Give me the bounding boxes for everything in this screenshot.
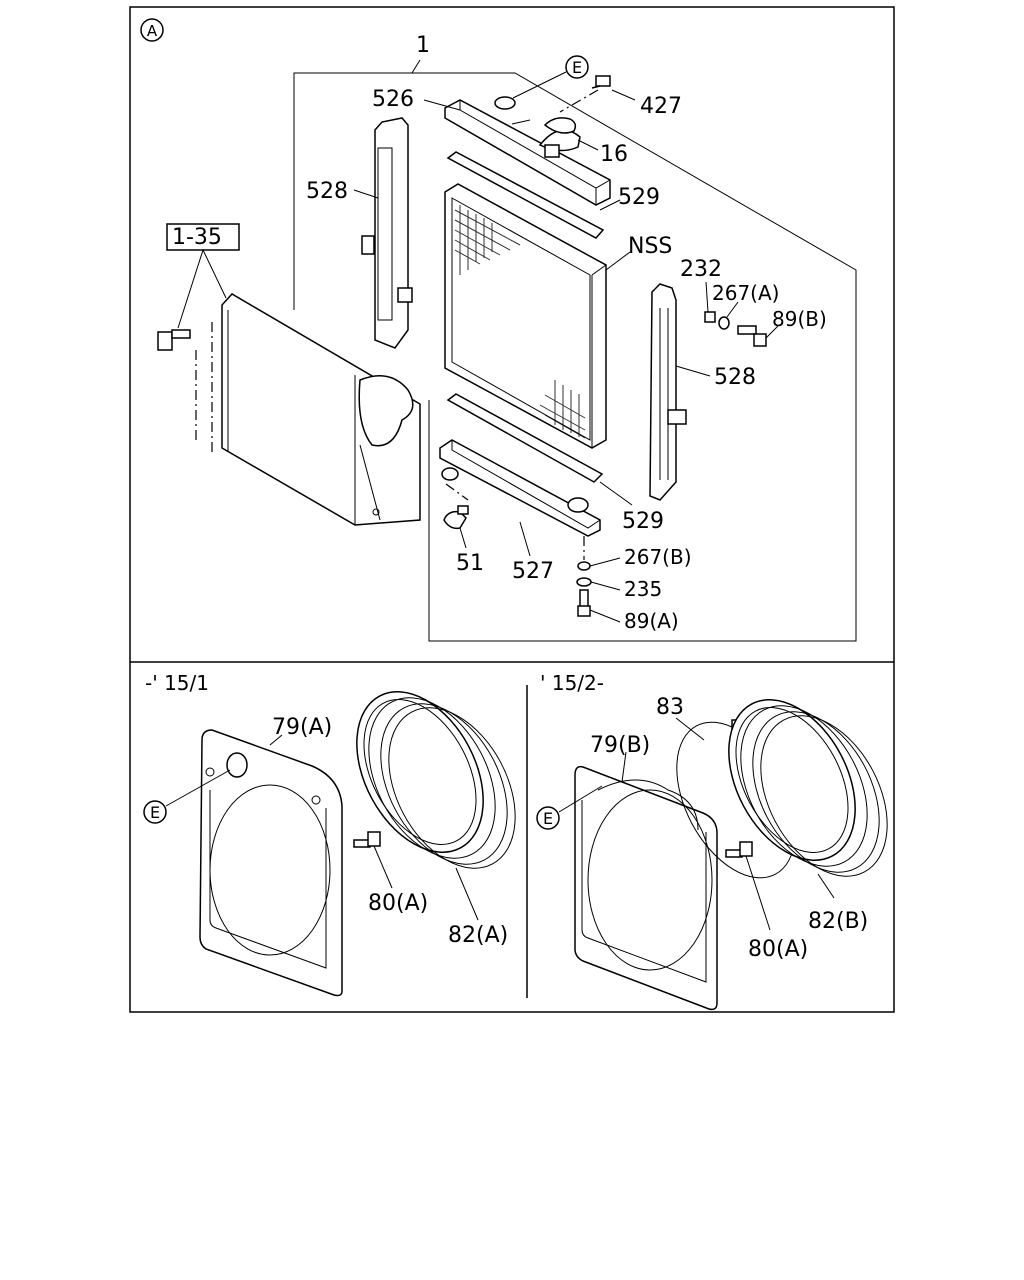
seal-upper-leader xyxy=(599,199,621,211)
label-ring-a: 82(A) xyxy=(448,923,508,948)
marker-e-left: E xyxy=(143,769,231,824)
label-ring-b: 82(B) xyxy=(808,909,868,934)
bottom-right-panel: ' 15/2- 79(B) E 83 xyxy=(536,671,888,1011)
washer-b-leader xyxy=(589,557,621,567)
bolt-80a-right xyxy=(725,841,753,858)
spacer-235 xyxy=(576,577,592,587)
side-bracket-right xyxy=(649,283,687,501)
label-washer-b: 267(B) xyxy=(624,545,692,569)
filler-neck-marker: E xyxy=(512,55,589,99)
side-bracket-right-leader xyxy=(675,365,711,377)
mount-bolt xyxy=(157,329,191,351)
assembly-label-leader xyxy=(411,59,421,74)
cap-leader xyxy=(577,139,599,151)
washer-267a xyxy=(718,316,730,330)
spacer-leader xyxy=(590,581,621,591)
cushion-leader xyxy=(705,281,709,313)
bolt-80a-right-leader xyxy=(745,855,771,931)
core-leader xyxy=(605,251,631,271)
view-marker: A xyxy=(140,18,164,42)
bolt-427 xyxy=(559,75,611,113)
lower-tank-leader xyxy=(519,521,531,557)
shroud-79b xyxy=(574,765,718,1011)
shroud-a-leader xyxy=(269,734,283,746)
label-spacer: 235 xyxy=(624,577,662,601)
bolt-80a-left xyxy=(353,831,381,848)
label-cap: 16 xyxy=(600,142,628,167)
label-washer-a: 267(A) xyxy=(712,281,779,305)
shroud-79a xyxy=(199,729,343,997)
label-core: NSS xyxy=(628,234,672,259)
upper-tank xyxy=(444,96,611,206)
label-kit-callout: 1-35 xyxy=(172,225,222,250)
bolt-89b xyxy=(737,325,767,347)
filler-neck-marker-letter: E xyxy=(572,58,582,77)
drain-cock xyxy=(443,505,469,530)
ring-82a xyxy=(356,691,516,869)
bolt-a-leader xyxy=(589,609,621,623)
bolt-b-leader xyxy=(765,325,779,339)
bottom-left-panel: -' 15/1 79(A) E 80(A) xyxy=(143,671,516,997)
clamp-leader xyxy=(675,717,705,741)
top-panel: A 1 526 E 427 xyxy=(140,18,857,642)
label-bolt-left: 80(A) xyxy=(368,891,428,916)
drain-cock-leader xyxy=(459,527,467,549)
label-upper-tank: 526 xyxy=(372,87,414,112)
label-bolt-top: 427 xyxy=(640,94,682,119)
kit-callout-box: 1-35 xyxy=(166,223,240,329)
label-seal-upper: 529 xyxy=(618,185,660,210)
label-side-bracket-left: 528 xyxy=(306,179,348,204)
bolt-80a-left-leader xyxy=(373,845,393,889)
cushion-232 xyxy=(704,311,716,323)
ring-82b xyxy=(728,699,888,877)
ring-a-leader xyxy=(455,867,479,921)
label-side-bracket-right: 528 xyxy=(714,365,756,390)
label-cushion: 232 xyxy=(680,257,722,282)
label-seal-lower: 529 xyxy=(622,509,664,534)
label-lower-tank: 527 xyxy=(512,559,554,584)
assembly-outline xyxy=(293,72,857,642)
label-clamp: 83 xyxy=(656,695,684,720)
side-bracket-left xyxy=(361,117,413,349)
marker-e-right-letter: E xyxy=(543,809,553,828)
period-left: -' 15/1 xyxy=(145,671,209,695)
outer-frame xyxy=(129,6,895,1013)
label-bolt-a: 89(A) xyxy=(624,609,679,633)
label-shroud-a: 79(A) xyxy=(272,715,332,740)
label-bolt-b: 89(B) xyxy=(772,307,827,331)
lower-tank xyxy=(439,439,601,537)
washer-a-leader xyxy=(726,301,739,318)
radiator-body xyxy=(195,293,421,526)
bolt-427-leader xyxy=(611,89,636,101)
seal-upper xyxy=(446,151,605,239)
label-assembly: 1 xyxy=(416,33,430,58)
radiator-cap xyxy=(511,117,577,134)
marker-e-right: E xyxy=(536,785,603,830)
seal-lower-leader xyxy=(599,481,633,506)
ring-b-leader xyxy=(817,873,835,899)
shroud-b-leader xyxy=(621,751,627,783)
seal-lower xyxy=(446,393,604,483)
period-right: ' 15/2- xyxy=(540,671,604,695)
washer-267b xyxy=(577,561,591,571)
side-bracket-left-leader xyxy=(353,189,379,199)
upper-tank-leader xyxy=(423,99,461,111)
label-bolt-right: 80(A) xyxy=(748,937,808,962)
bolt-89a xyxy=(577,589,591,617)
marker-e-left-letter: E xyxy=(150,803,160,822)
view-marker-letter: A xyxy=(147,22,158,40)
label-drain-cock: 51 xyxy=(456,551,484,576)
radiator-core xyxy=(444,183,607,449)
label-shroud-b: 79(B) xyxy=(590,733,650,758)
